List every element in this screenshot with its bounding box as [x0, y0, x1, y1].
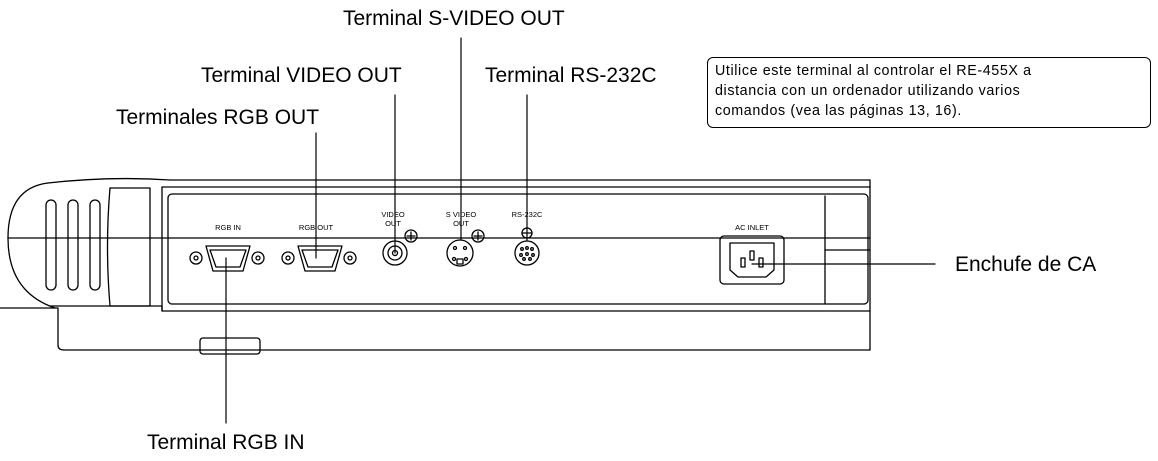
- callout-video-out: Terminal VIDEO OUT: [201, 64, 402, 87]
- note-line-2: distancia con un ordenador utilizando va…: [715, 83, 1021, 99]
- housing-right: [824, 195, 871, 305]
- panel-label-rs232c: RS-232C: [512, 210, 543, 219]
- note-line-1: Utilice este terminal al controlar el RE…: [715, 63, 1032, 79]
- panel-label-ac-inlet: AC INLET: [735, 223, 769, 232]
- housing-foot: [199, 337, 261, 355]
- ac-inlet-connector: [719, 235, 785, 285]
- video-out-connector: [382, 229, 418, 266]
- left-grille: [45, 187, 151, 307]
- rgb-in-connector: [189, 245, 265, 272]
- leader-lines: [225, 37, 936, 424]
- callout-rgb-in: Terminal RGB IN: [147, 431, 305, 454]
- callout-rs232c: Terminal RS-232C: [485, 64, 657, 87]
- svideo-out-connector: [446, 229, 485, 267]
- panel-label-video-out-line2: OUT: [385, 219, 401, 228]
- rgb-out-connector: [281, 245, 357, 272]
- connector-panel: [167, 193, 869, 305]
- callout-svideo-out: Terminal S-VIDEO OUT: [343, 7, 565, 30]
- panel-label-svideo-out-line1: S VIDEO: [446, 210, 477, 219]
- note-line-3: comandos (vea las páginas 13, 16).: [715, 103, 962, 119]
- device-housing: [0, 177, 871, 351]
- callout-rgb-out: Terminales RGB OUT: [116, 106, 320, 129]
- panel-label-rgb-out: RGB OUT: [299, 223, 334, 232]
- panel-label-rgb-in: RGB IN: [215, 223, 241, 232]
- callout-ac-inlet: Enchufe de CA: [955, 253, 1097, 276]
- panel-label-video-out-line1: VIDEO: [381, 210, 405, 219]
- panel-label-svideo-out-line2: OUT: [453, 219, 469, 228]
- rs232c-note-box: Utilice este terminal al controlar el RE…: [707, 57, 1151, 128]
